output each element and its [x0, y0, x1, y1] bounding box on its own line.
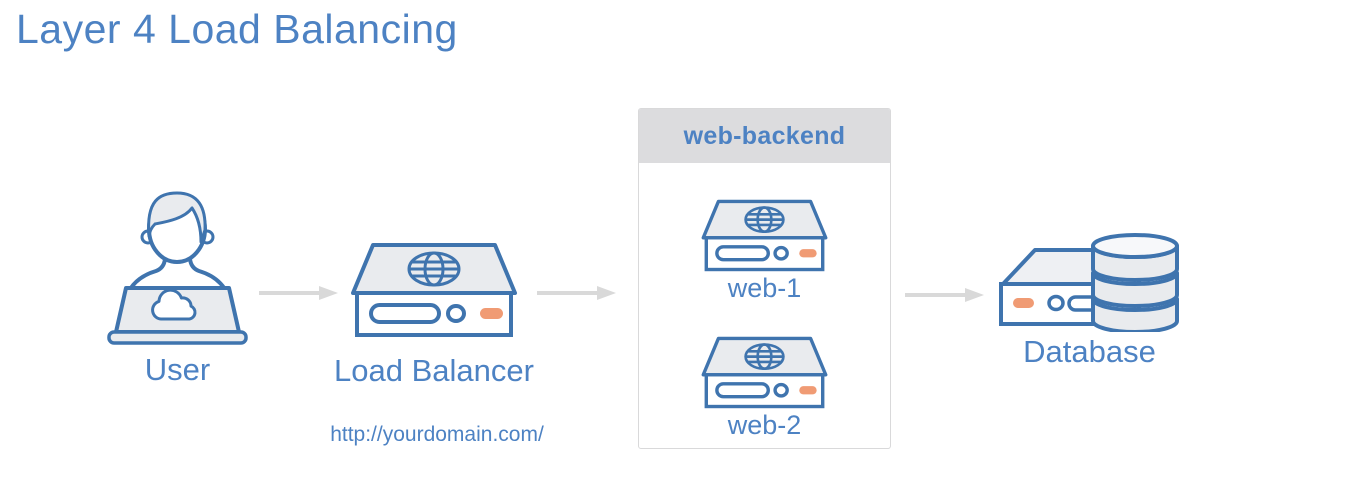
user-at-laptop-icon [107, 191, 248, 345]
load-balancer-server-icon [351, 243, 517, 337]
page-title: Layer 4 Load Balancing [16, 6, 458, 52]
globe-icon [744, 206, 785, 234]
load-balancer-url: http://yourdomain.com/ [330, 423, 544, 446]
backend-group-label: web-backend [683, 121, 846, 150]
backend-group-box: web-backend web-1 [638, 108, 891, 449]
globe-icon [744, 343, 785, 371]
arrow-load-balancer-to-backend-icon [537, 286, 616, 300]
hair [147, 191, 207, 244]
led-indicator [799, 386, 817, 395]
cloud-icon [151, 288, 197, 321]
arrow-backend-to-database-icon [905, 288, 984, 302]
load-balancer-label: Load Balancer [334, 353, 534, 388]
database-server-icon [999, 233, 1179, 332]
led-indicator [480, 308, 503, 319]
web-2-label: web-2 [727, 410, 802, 440]
arrow-user-to-load-balancer-icon [259, 286, 338, 300]
globe-icon [407, 251, 461, 287]
user-label: User [144, 352, 211, 387]
web-1-server-icon [701, 199, 828, 272]
led-indicator [799, 249, 817, 258]
database-label: Database [1023, 334, 1156, 369]
web-1-label: web-1 [727, 273, 802, 303]
web-2-server-icon [701, 336, 828, 409]
database-cylinder [1091, 233, 1179, 332]
led-indicator [1013, 298, 1034, 308]
backend-group-header: web-backend [639, 109, 890, 163]
